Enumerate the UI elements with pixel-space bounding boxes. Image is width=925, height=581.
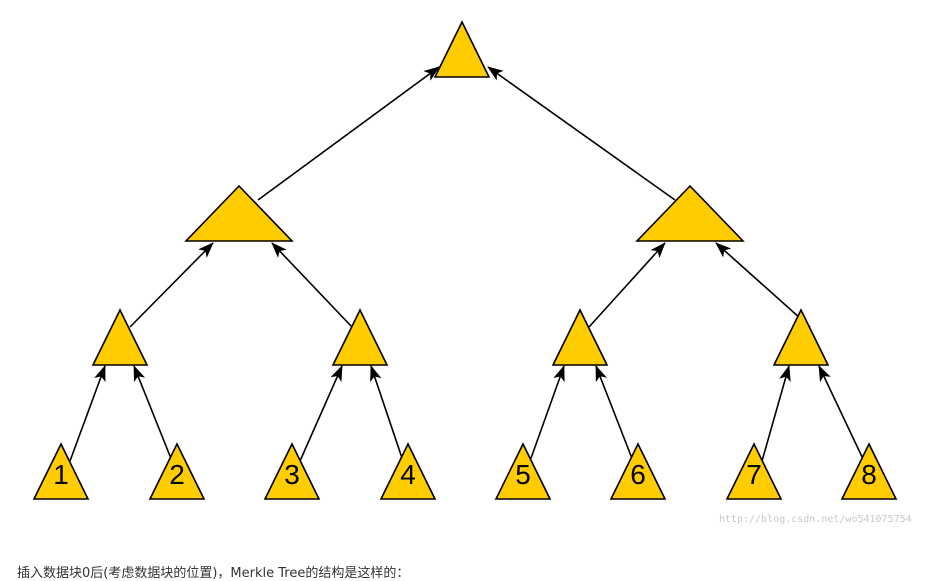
edge-l2a-l1a	[129, 242, 214, 328]
edge-l2c-l1b	[588, 242, 666, 328]
edge-leaf2	[133, 365, 173, 462]
leaf-node-7	[725, 442, 783, 500]
leaf-node-6	[609, 442, 667, 500]
watermark-url: http://blog.csdn.net/wo541075754	[719, 514, 912, 525]
edge-leaf4	[370, 365, 404, 462]
edge-l1a-root	[257, 66, 440, 201]
level1-node-left	[184, 184, 294, 242]
leaf-label-8: 8	[861, 459, 877, 490]
level2-node-3	[551, 308, 609, 366]
leaf-node-5	[494, 442, 552, 500]
edge-leaf6	[595, 365, 634, 462]
leaf-label-6: 6	[630, 459, 646, 490]
tree-nodes	[32, 20, 898, 500]
tree-edges	[69, 66, 865, 462]
edge-leaf5	[529, 365, 565, 462]
level2-node-4	[772, 308, 830, 366]
root-node	[433, 20, 491, 78]
edge-leaf7	[761, 365, 791, 462]
leaf-node-1	[32, 442, 90, 500]
level2-node-1	[91, 308, 149, 366]
leaf-node-4	[379, 442, 437, 500]
leaf-label-3: 3	[284, 459, 300, 490]
leaf-labels: 1 2 3 4 5 6 7 8	[53, 459, 877, 490]
leaf-label-7: 7	[746, 459, 762, 490]
edge-l2b-l1a	[271, 242, 353, 328]
leaf-label-2: 2	[169, 459, 185, 490]
edge-leaf8	[818, 365, 865, 462]
leaf-node-8	[840, 442, 898, 500]
level2-node-2	[331, 308, 389, 366]
caption-text: 插入数据块0后(考虑数据块的位置)，Merkle Tree的结构是这样的：	[17, 566, 410, 581]
leaf-node-2	[148, 442, 206, 500]
leaf-label-1: 1	[53, 459, 69, 490]
edge-l2d-l1b	[715, 242, 811, 328]
leaf-label-5: 5	[515, 459, 531, 490]
leaf-label-4: 4	[400, 459, 416, 490]
level1-node-right	[635, 184, 745, 242]
edge-l1b-root	[487, 66, 676, 201]
edge-leaf3	[299, 365, 343, 462]
leaf-node-3	[263, 442, 321, 500]
edge-leaf1	[69, 365, 106, 462]
